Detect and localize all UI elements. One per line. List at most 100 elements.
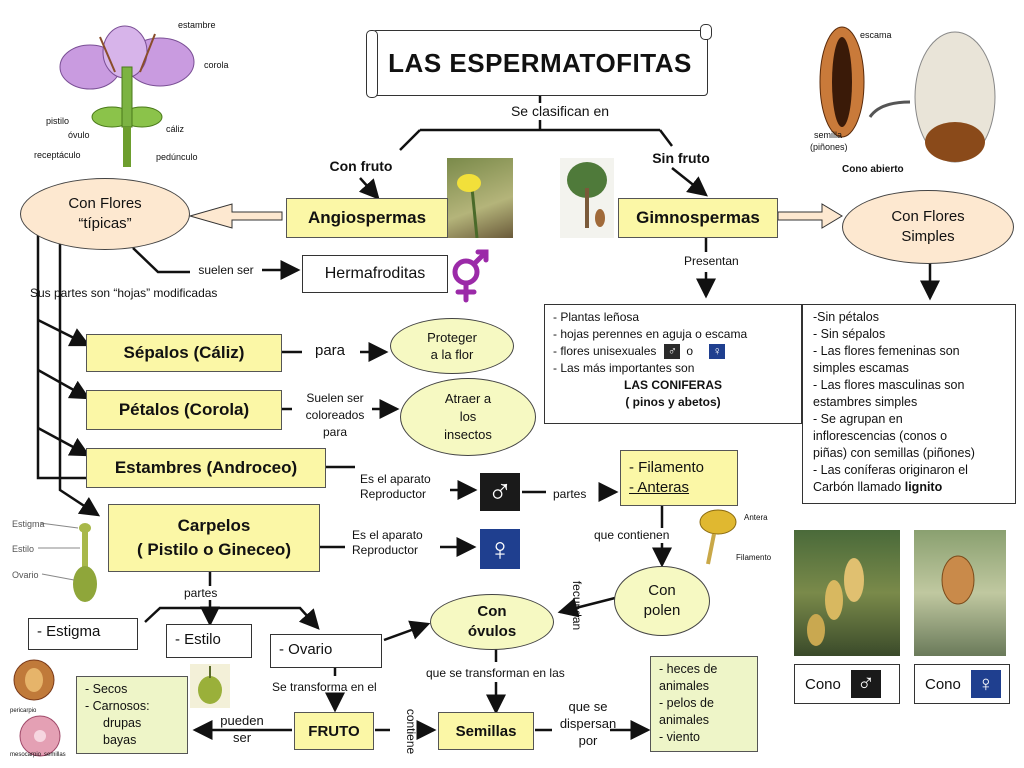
polen-line: polen: [643, 602, 681, 619]
proteger-line-1: Proteger: [427, 330, 477, 345]
anteras-line: - Anteras: [629, 479, 690, 496]
estilo-box: - Estilo: [166, 624, 252, 658]
cono-femenino-box: Cono ♀: [914, 664, 1010, 704]
proteger-line-2: a la flor: [430, 347, 474, 362]
simples-item: - Sin sépalos: [813, 327, 886, 341]
es-aparato-2: Es el aparato Reproductor: [352, 528, 423, 558]
fruit-label-semillas: semillas: [44, 752, 66, 758]
gymnosperm-photo: [560, 158, 614, 238]
cono-f-label: Cono: [925, 675, 961, 693]
flower-label-caliz: cáliz: [166, 124, 185, 134]
simples-item: -Sin pétalos: [813, 310, 880, 324]
gimno-item: o: [686, 344, 694, 358]
flower-label-peduncle: pedúnculo: [156, 152, 198, 162]
olive-illustration: [190, 664, 230, 708]
fecundan-label: fecundan: [570, 580, 585, 631]
que-contienen-label: que contienen: [594, 528, 670, 542]
con-flores-tipicas-ellipse: Con Flores “típicas”: [20, 178, 190, 250]
hermafroditas-box: Hermafroditas: [302, 255, 448, 293]
fruit-label-pericarpio: pericarpio: [10, 708, 37, 714]
lignito-label: lignito: [904, 480, 943, 494]
tipicas-line-1: Con Flores: [68, 195, 142, 212]
dispersion-item: animales: [659, 713, 710, 727]
suelen-line: Suelen ser: [306, 391, 364, 405]
fruto-tipo-item: bayas: [103, 733, 137, 747]
fruto-tipo-item: drupas: [103, 716, 142, 730]
cone-label-abierto: Cono abierto: [842, 164, 904, 175]
estambres-box: Estambres (Androceo): [86, 448, 326, 488]
fruto-tipo-item: - Carnosos:: [85, 699, 150, 713]
atraer-line: Atraer a: [444, 391, 492, 406]
contiene-label: contiene: [404, 708, 419, 755]
sus-partes-label: Sus partes son “hojas” modificadas: [30, 286, 218, 300]
ovulos-line: óvulos: [467, 623, 517, 640]
pueden-line: pueden: [220, 713, 264, 728]
fruto-tipo-item: - Secos: [85, 682, 128, 696]
cono-masculino-box: Cono ♂: [794, 664, 900, 704]
es-aparato-line: Reproductor: [360, 487, 427, 501]
simples-item: piñas) con semillas (piñones): [813, 446, 975, 460]
simples-item: - Las flores femeninas son: [813, 344, 960, 358]
female-symbol-small: ♀: [709, 344, 726, 359]
gimno-item-coniferas: LAS CONIFERAS: [623, 378, 722, 392]
partes-label-1: partes: [553, 487, 587, 501]
simples-item: - Las coníferas originaron el: [813, 463, 968, 477]
petalos-box: Pétalos (Corola): [86, 390, 282, 430]
es-aparato-line: Es el aparato: [360, 472, 431, 486]
atraer-line: los: [459, 409, 477, 424]
polen-line: Con: [648, 582, 676, 599]
male-symbol-small: ♂: [664, 344, 681, 359]
filamento-label: Filamento: [736, 553, 772, 562]
pueden-ser-label: pueden ser: [212, 712, 272, 746]
partes-label-2: partes: [184, 586, 218, 600]
carpelos-line-1: Carpelos: [177, 516, 251, 535]
title-banner: LAS ESPERMATOFITAS: [372, 30, 708, 96]
se-transforma-label: Se transforma en el: [272, 680, 377, 694]
gimnospermas-label: Gimnospermas: [636, 208, 760, 227]
para-label: para: [314, 342, 346, 359]
fruit-illustration: pericarpio mesocarpio semillas: [10, 658, 72, 758]
pistil-illustration: Estigma Estilo Ovario: [10, 514, 106, 606]
que-se-dispersan-label: que se dispersan por: [550, 698, 626, 749]
flower-label-corola: corola: [204, 60, 229, 70]
angiosperm-photo: [447, 158, 513, 238]
dispersion-item: animales: [659, 679, 710, 693]
pistil-label-estilo: Estilo: [12, 544, 35, 554]
dispersion-box: - heces de animales - pelos de animales …: [650, 656, 758, 752]
simples-item: estambres simples: [813, 395, 918, 409]
atraer-ellipse: Atraer a los insectos: [400, 378, 536, 456]
filamento-box: - Filamento - Anteras: [620, 450, 738, 506]
simples-item: - Se agrupan en: [813, 412, 903, 426]
gimno-item: - Las más importantes son: [553, 361, 695, 375]
simples-item: inflorescencias (conos o: [813, 429, 948, 443]
dispersion-item: - pelos de: [659, 696, 714, 710]
dispersion-item: - viento: [659, 730, 700, 744]
cone-label-semilla: semilla: [814, 130, 843, 140]
hermafroditas-label: Hermafroditas: [324, 265, 426, 282]
angiospermas-label: Angiospermas: [307, 208, 427, 227]
flower-label-receptaculo: receptáculo: [34, 150, 81, 160]
filamento-line: - Filamento: [629, 459, 705, 476]
male-cone-photo: [794, 530, 900, 656]
female-symbol: ♀: [480, 529, 520, 569]
dispersan-line: por: [578, 733, 598, 748]
ovario-box: - Ovario: [270, 634, 382, 668]
male-symbol-cono: ♂: [850, 670, 881, 698]
estambres-label: Estambres (Androceo): [114, 458, 298, 477]
stamen-illustration: Antera Filamento: [696, 504, 796, 566]
es-aparato-line: Es el aparato: [352, 528, 423, 542]
flower-label-estambre: estambre: [178, 20, 216, 30]
fruto-tipos-box: - Secos - Carnosos: drupas bayas: [76, 676, 188, 754]
estilo-label: - Estilo: [175, 631, 221, 648]
carpelos-line-2: ( Pistilo o Gineceo): [137, 540, 291, 559]
suelen-coloreados-label: Suelen ser coloreados para: [290, 390, 380, 441]
flower-label-pistilo: pistilo: [46, 116, 70, 126]
flower-diagram: estambre corola pistilo óvulo cáliz rece…: [30, 12, 240, 168]
flores-simples-characteristics: -Sin pétalos - Sin sépalos - Las flores …: [802, 304, 1016, 504]
scroll-curl-left: [366, 30, 378, 98]
gimnospermas-characteristics: - Plantas leñosa - hojas perennes en agu…: [544, 304, 802, 424]
presentan-label: Presentan: [684, 254, 739, 268]
antera-label: Antera: [744, 513, 768, 522]
con-fruto-label: Con fruto: [329, 158, 393, 174]
